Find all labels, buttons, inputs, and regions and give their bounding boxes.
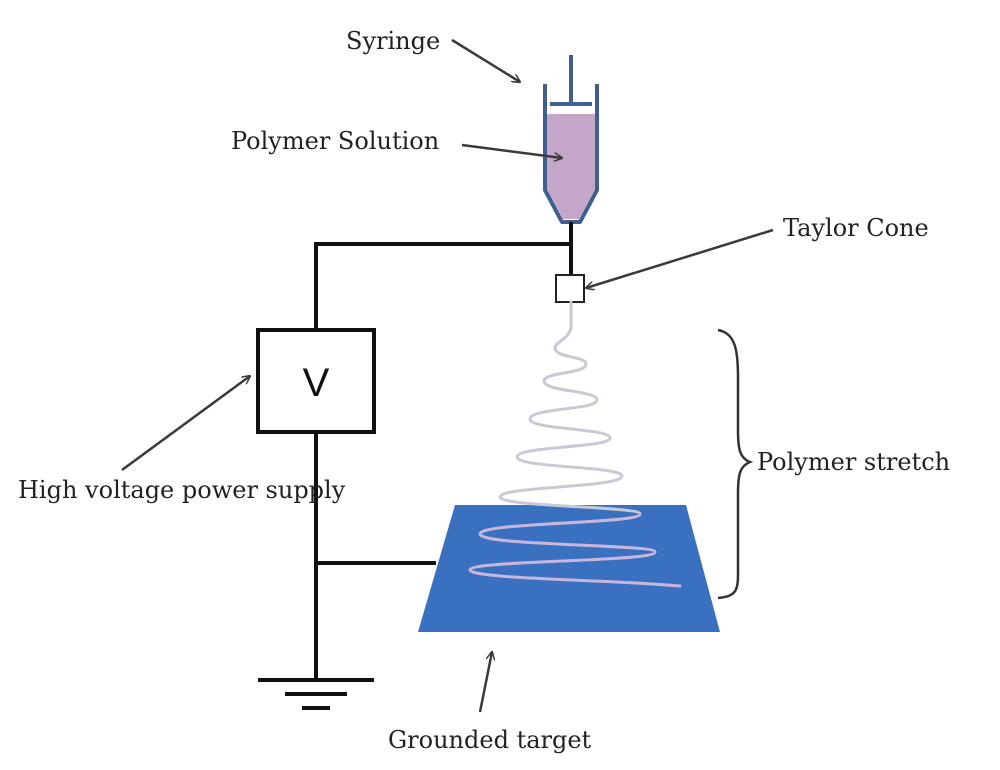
power-supply-arrow <box>121 376 250 472</box>
power-supply-box: V <box>256 328 376 434</box>
syringe <box>543 55 599 282</box>
grounded-target-label: Grounded target <box>388 726 592 754</box>
wire-to-needle <box>314 242 571 330</box>
polymer-jet <box>498 300 642 516</box>
syringe-label: Syringe <box>346 27 441 55</box>
grounded-target-arrow <box>478 652 492 713</box>
arrows <box>121 38 774 713</box>
polymer-solution <box>547 114 595 219</box>
fiber-on-target <box>468 512 682 588</box>
polymer-stretch-brace <box>717 328 754 600</box>
ground-symbol <box>258 678 374 710</box>
taylor-cone-box <box>555 274 585 303</box>
voltmeter-symbol: V <box>303 361 330 405</box>
circuit-wires <box>314 242 571 680</box>
polymer-solution-arrow <box>461 143 562 158</box>
polymer-stretch-label: Polymer stretch <box>757 448 951 476</box>
power-supply-label: High voltage power supply <box>18 476 346 504</box>
taylor-cone-arrow <box>586 228 774 288</box>
syringe-arrow <box>451 38 520 82</box>
polymer-solution-label: Polymer Solution <box>231 127 440 155</box>
taylor-cone-label: Taylor Cone <box>783 214 929 242</box>
grounded-target <box>418 505 720 632</box>
